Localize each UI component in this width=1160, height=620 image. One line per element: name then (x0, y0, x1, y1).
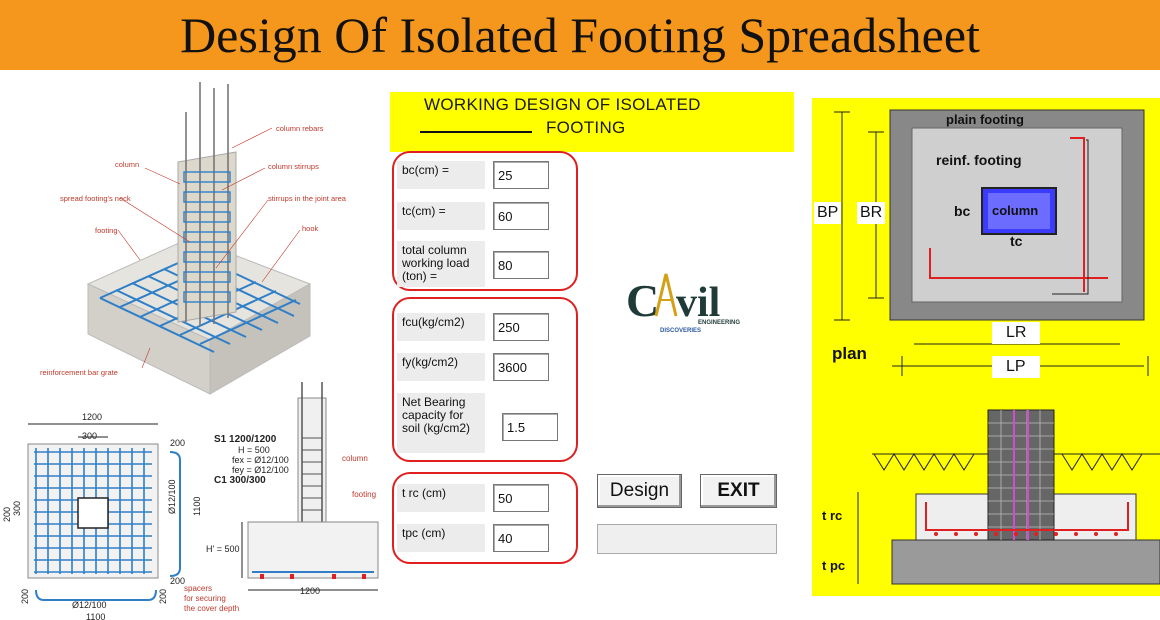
dim-200-a: 200 (170, 438, 186, 448)
logo-svg: C vil ENGINEERING DISCOVERIES (626, 273, 740, 334)
bar-spec-bottom: Ø12/100 (72, 600, 107, 610)
form-title-box: WORKING DESIGN OF ISOLATED FOOTING (390, 92, 794, 152)
dim-left-300: 300 (12, 500, 22, 516)
schematic-reinf-footing: reinf. footing (936, 152, 1022, 168)
section-dim-1200: 1200 (300, 586, 321, 596)
label-bc: bc(cm) = (397, 161, 485, 189)
footing-section-drawing: column footing H' = 500 1200 spacers for… (184, 378, 390, 620)
tpc-input[interactable] (493, 524, 549, 552)
label-footing: footing (95, 226, 118, 235)
civil-discoveries-logo: C vil ENGINEERING DISCOVERIES (626, 272, 746, 336)
label-fcu: fcu(kg/cm2) (397, 313, 485, 341)
logo-c: C (626, 275, 659, 326)
label-bearing-capacity: Net Bearing capacity for soil (kg/cm2) (397, 393, 485, 453)
column-input-group (392, 151, 578, 291)
trc-input[interactable] (493, 484, 549, 512)
form-title-line2: FOOTING (546, 118, 626, 137)
plan-svg (27, 423, 181, 601)
spec-h: H = 500 (238, 445, 270, 455)
label-column-stirrups: column stirrups (268, 162, 319, 171)
section-label-spacers: spacers (184, 584, 213, 593)
label-hook: hook (302, 224, 319, 233)
exit-button[interactable]: EXIT (700, 474, 777, 508)
schematic-trc: t rc (822, 508, 843, 523)
footing-schematic: plain footing reinf. footing bc column t… (812, 98, 1160, 596)
schematic-bp: BP (814, 202, 842, 224)
schematic-lr: LR (992, 322, 1041, 344)
spec-c1: C1 300/300 (214, 475, 266, 486)
design-button[interactable]: Design (597, 474, 682, 508)
label-bar-grate: reinforcement bar grate (40, 368, 118, 377)
label-tc: tc(cm) = (397, 202, 485, 230)
spec-s1: S1 1200/1200 (214, 434, 277, 445)
footing-3d-illustration: column rebars column column stirrups spr… (0, 72, 380, 402)
label-tpc: tpc (cm) (397, 524, 485, 552)
dim-left-200: 200 (2, 506, 12, 522)
spec-fey: fey = Ø12/100 (232, 465, 289, 475)
bc-input[interactable] (493, 161, 549, 189)
logo-discoveries: DISCOVERIES (660, 328, 701, 334)
schematic-tc: tc (1010, 233, 1023, 249)
form-title-line1: WORKING DESIGN OF ISOLATED (424, 95, 701, 114)
footing-spec: S1 1200/1200 H = 500 fex = Ø12/100 fey =… (214, 434, 304, 486)
dim-1200: 1200 (82, 412, 103, 422)
banner: Design Of Isolated Footing Spreadsheet (0, 0, 1160, 70)
material-input-group (392, 297, 578, 462)
label-trc: t rc (cm) (397, 484, 485, 512)
label-joint-stirrups: stirrups in the joint area (268, 194, 346, 203)
dim-200-d: 200 (158, 588, 168, 604)
schematic-column: column (992, 203, 1039, 218)
section-svg (241, 382, 379, 591)
logo-vil: vil (676, 280, 720, 326)
fcu-input[interactable] (493, 313, 549, 341)
schematic-plan: plan (832, 344, 867, 363)
section-dim-h500: H' = 500 (206, 544, 240, 554)
schematic-bc: bc (954, 203, 971, 219)
schematic-svg (834, 109, 1160, 585)
dim-1100-bottom: 1100 (86, 612, 106, 620)
section-label-footing: footing (352, 490, 377, 499)
schematic-br: BR (857, 202, 886, 224)
column-load-input[interactable] (493, 251, 549, 279)
page-title: Design Of Isolated Footing Spreadsheet (180, 7, 980, 63)
dim-300: 300 (82, 431, 98, 441)
dim-200-b: 200 (170, 576, 186, 586)
label-column-load: total column working load (ton) = (397, 241, 485, 287)
section-label-spacers-2: for securing (184, 594, 226, 603)
section-label-spacers-3: the cover depth (184, 604, 240, 613)
section-label-column: column (342, 454, 368, 463)
label-fy: fy(kg/cm2) (397, 353, 485, 381)
form-title-underline (420, 131, 532, 133)
bearing-capacity-input[interactable] (502, 413, 558, 441)
logo-engineering: ENGINEERING (698, 320, 740, 326)
footing-3d-drawing (86, 82, 312, 395)
bar-spec-right: Ø12/100 (167, 479, 177, 514)
spec-fex: fex = Ø12/100 (232, 455, 289, 465)
dim-200-c: 200 (20, 588, 30, 604)
progress-bar (597, 524, 777, 554)
label-column-rebars: column rebars (276, 124, 324, 133)
label-column: column (115, 160, 140, 169)
schematic-plain-footing: plain footing (946, 112, 1024, 127)
schematic-tpc: t pc (822, 558, 846, 573)
footing-plan-drawing: 1200 300 200 200 Ø12/100 1100 200 200 Ø1… (0, 404, 210, 620)
label-footing-neck: spread footing's neck (60, 194, 131, 203)
schematic-lp: LP (992, 356, 1040, 378)
fy-input[interactable] (493, 353, 549, 381)
tc-input[interactable] (493, 202, 549, 230)
thickness-input-group (392, 472, 578, 564)
